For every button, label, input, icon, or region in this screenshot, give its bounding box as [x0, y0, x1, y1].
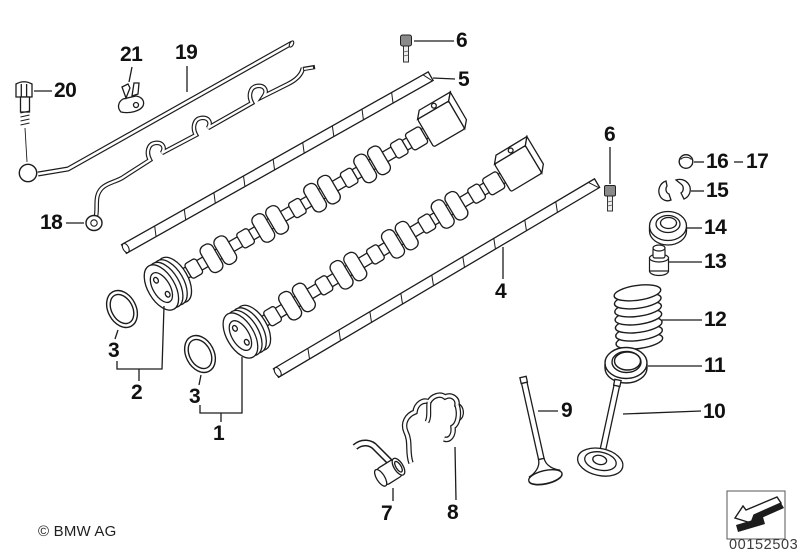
valve-stem-seal-drawing — [648, 244, 670, 277]
callout-5[interactable]: 5 — [458, 68, 470, 91]
spring-seat-washer-drawing — [648, 210, 688, 246]
cam-follower-drawing — [352, 439, 406, 487]
callout-4[interactable]: 4 — [495, 280, 507, 303]
callout-6-top[interactable]: 6 — [456, 29, 468, 52]
image-number: 00152503 — [729, 537, 799, 553]
callout-20[interactable]: 20 — [54, 79, 77, 102]
callout-12[interactable]: 12 — [704, 308, 727, 331]
callout-3-left[interactable]: 3 — [108, 339, 120, 362]
callout-9[interactable]: 9 — [561, 399, 573, 422]
callout-21[interactable]: 21 — [120, 43, 143, 66]
callout-7[interactable]: 7 — [381, 502, 393, 525]
callout-15[interactable]: 15 — [706, 179, 729, 202]
copyright-text: © BMW AG — [38, 523, 117, 540]
valve-left-drawing — [519, 375, 563, 486]
retaining-bracket-drawing — [401, 392, 464, 464]
callout-10[interactable]: 10 — [703, 400, 726, 423]
callout-11[interactable]: 11 — [704, 354, 726, 377]
valve-keepers-drawing — [658, 178, 691, 202]
callout-8[interactable]: 8 — [447, 501, 459, 524]
spring-plate-drawing — [604, 346, 648, 384]
o-ring-right-drawing — [183, 334, 217, 374]
callout-2[interactable]: 2 — [131, 381, 143, 404]
wavy-oil-pipe-drawing — [85, 64, 316, 232]
nav-arrow-stamp — [726, 490, 786, 540]
screw-plug-drawing — [15, 81, 33, 163]
callout-19[interactable]: 19 — [175, 41, 198, 64]
torx-bolt-middle-drawing — [604, 185, 616, 212]
oil-pipe-drawing — [18, 40, 295, 183]
valve-spring-drawing — [613, 284, 664, 350]
callout-16[interactable]: 16 — [706, 150, 729, 173]
callout-18[interactable]: 18 — [40, 211, 63, 234]
torx-bolt-top-drawing — [400, 34, 412, 63]
callout-17[interactable]: 17 — [746, 150, 769, 173]
valve-cap-drawing — [678, 153, 694, 169]
callout-1[interactable]: 1 — [213, 422, 225, 445]
valve-right-drawing — [576, 378, 624, 477]
o-ring-left-drawing — [105, 289, 139, 329]
leader-lines — [34, 40, 743, 501]
callout-13[interactable]: 13 — [704, 250, 727, 273]
callout-3-right[interactable]: 3 — [189, 385, 201, 408]
holder-clip-drawing — [117, 82, 145, 114]
callout-14[interactable]: 14 — [704, 216, 727, 239]
callout-6-mid[interactable]: 6 — [604, 123, 616, 146]
